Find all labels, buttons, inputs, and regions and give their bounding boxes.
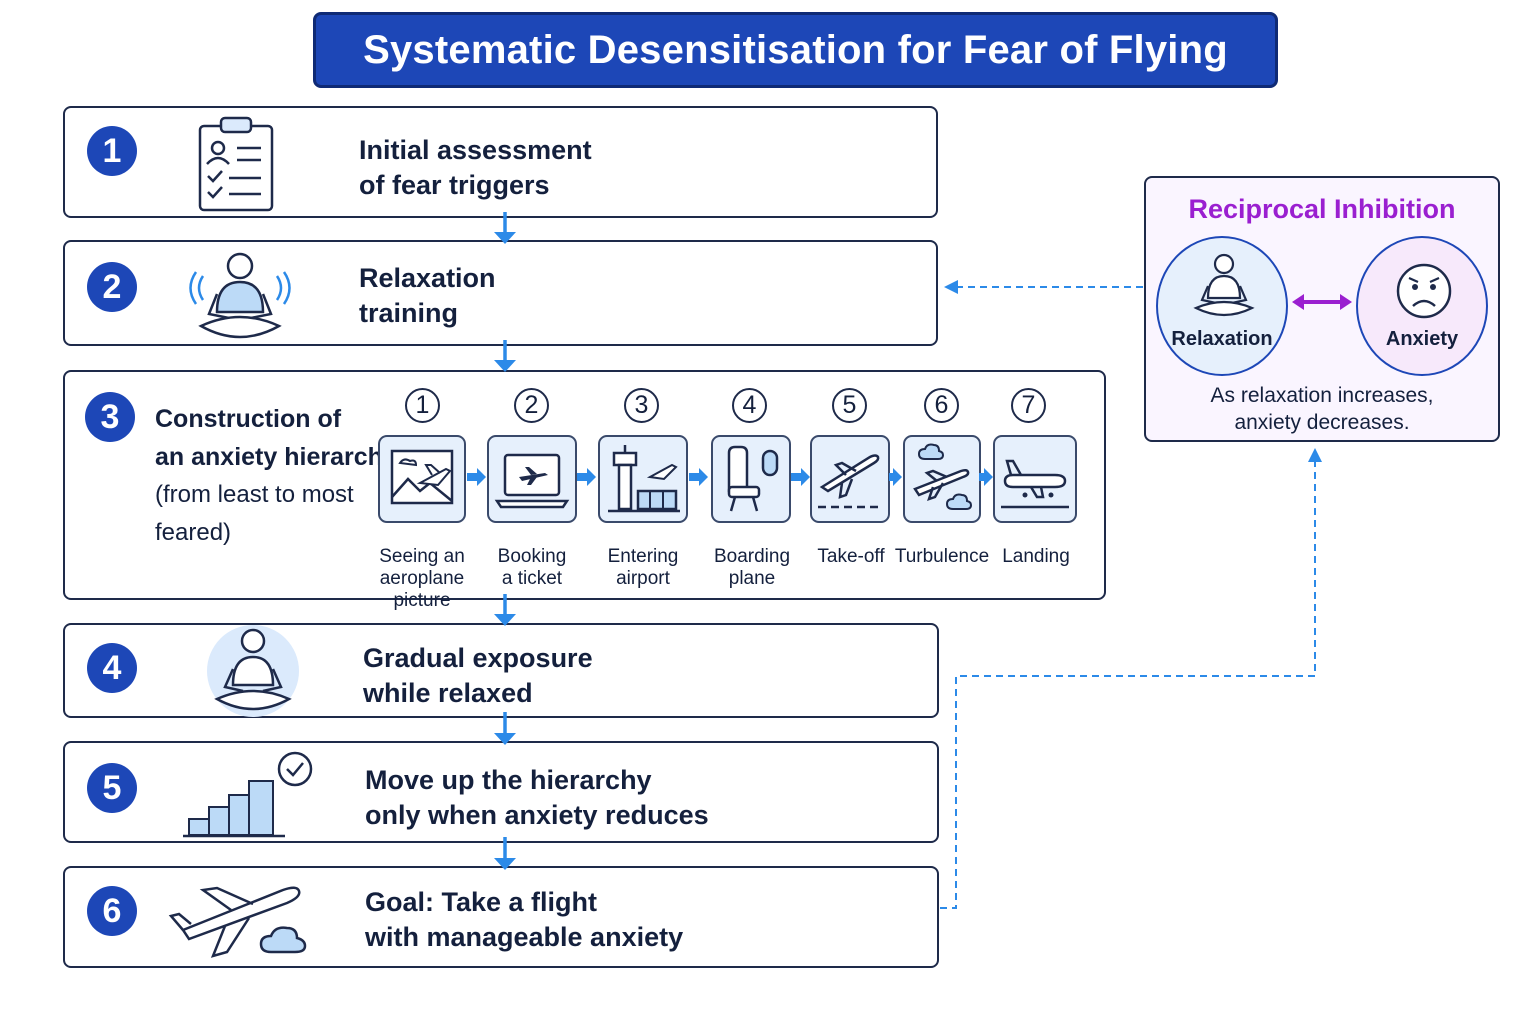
hierarchy-number: 7 [1011, 388, 1046, 423]
plane-seat-icon [727, 445, 779, 512]
hierarchy-number: 2 [514, 388, 549, 423]
sad-face-icon [1396, 263, 1452, 319]
meditating-person-icon [189, 252, 291, 339]
clipboard-icon [198, 116, 274, 212]
hierarchy-card [487, 435, 577, 523]
anxiety-circle: Anxiety [1356, 236, 1488, 376]
hierarchy-card [598, 435, 688, 523]
hierarchy-number: 5 [832, 388, 867, 423]
meditating-person-icon [1193, 253, 1255, 317]
meditating-person-icon [207, 625, 299, 717]
diagram-title: Systematic Desensitisation for Fear of F… [313, 12, 1278, 88]
hierarchy-card [378, 435, 466, 523]
reciprocal-inhibition-panel: Reciprocal Inhibition Relaxation Anxiety… [1144, 176, 1500, 442]
step-4-number: 4 [87, 643, 137, 693]
relaxation-label: Relaxation [1171, 328, 1273, 350]
hierarchy-card [903, 435, 981, 523]
double-arrow-icon [1292, 294, 1352, 310]
step-5-number: 5 [87, 763, 137, 813]
airplane-cloud-icon [168, 886, 307, 958]
reciprocal-title: Reciprocal Inhibition [1188, 194, 1456, 224]
takeoff-icon [818, 454, 882, 509]
relaxation-circle: Relaxation [1156, 236, 1288, 376]
landing-icon [1001, 459, 1069, 509]
hierarchy-label: Landing [1002, 546, 1070, 567]
step-3-box: 3 Construction of an anxiety hierarchy (… [63, 370, 1106, 611]
step-3-text: Construction of an anxiety hierarchy (fr… [155, 405, 397, 546]
hierarchy-card [711, 435, 791, 523]
step-1-number: 1 [87, 126, 137, 176]
hierarchy-number: 6 [924, 388, 959, 423]
bar-chart-check-icon [183, 751, 313, 838]
hierarchy-label: Turbulence [894, 546, 990, 567]
hierarchy-number: 3 [624, 388, 659, 423]
hierarchy-label: Take-off [817, 546, 885, 567]
anxiety-label: Anxiety [1385, 328, 1459, 350]
laptop-airplane-icon [494, 453, 570, 509]
hierarchy-card [993, 435, 1077, 523]
airport-tower-icon [608, 445, 680, 513]
reciprocal-description: As relaxation increases,anxiety decrease… [1210, 384, 1434, 434]
step-3-number: 3 [85, 392, 135, 442]
airplane-picture-icon [390, 449, 454, 505]
hierarchy-number: 1 [405, 388, 440, 423]
turbulence-icon [913, 443, 973, 510]
hierarchy-number: 4 [732, 388, 767, 423]
hierarchy-card [810, 435, 890, 523]
step-6-number: 6 [87, 886, 137, 936]
step-2-number: 2 [87, 262, 137, 312]
